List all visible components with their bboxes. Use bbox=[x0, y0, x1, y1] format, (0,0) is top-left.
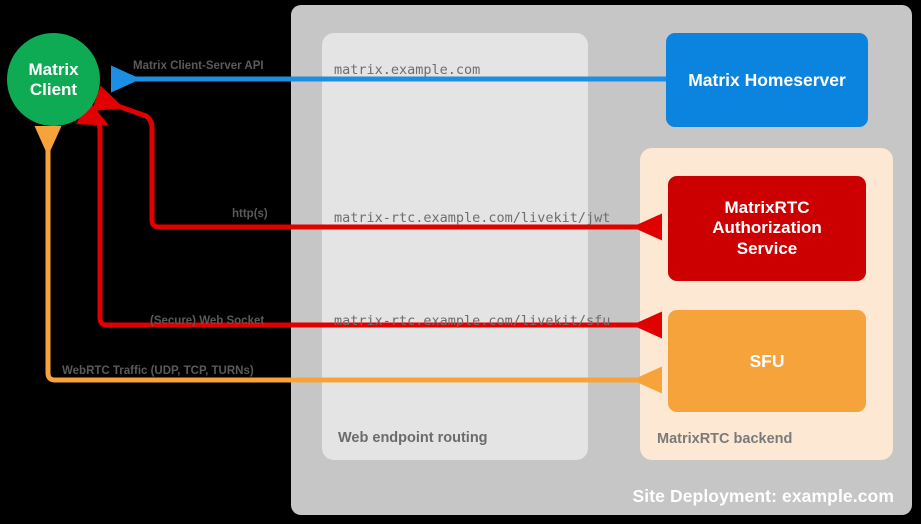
matrixrtc-backend-label: MatrixRTC backend bbox=[657, 431, 793, 447]
matrix-client-label-line1: Matrix bbox=[28, 59, 79, 79]
connector-livekit-sfu-outbound bbox=[97, 150, 663, 339]
web-endpoint-routing-label: Web endpoint routing bbox=[338, 430, 488, 446]
site-deployment-label: Site Deployment: example.com bbox=[632, 486, 894, 506]
url-label-livekit-sfu: matrix-rtc.example.com/livekit/sfu bbox=[334, 313, 611, 329]
node-matrix-client[interactable]: Matrix Client bbox=[7, 33, 100, 126]
node-matrixrtc-authorization-service[interactable]: MatrixRTC Authorization Service bbox=[668, 176, 866, 281]
node-sfu[interactable]: SFU bbox=[668, 310, 866, 412]
connector-livekit-jwt-inbound bbox=[91, 85, 155, 142]
url-label-matrix-example-com: matrix.example.com bbox=[334, 62, 481, 78]
edge-label-client-server-api: Matrix Client-Server API bbox=[133, 60, 264, 72]
matrix-client-label-line2: Client bbox=[29, 79, 78, 99]
sfu-label: SFU bbox=[749, 350, 785, 371]
connector-livekit-sfu-inbound bbox=[76, 100, 110, 152]
node-matrix-homeserver[interactable]: Matrix Homeserver bbox=[666, 33, 868, 127]
web-endpoint-routing-container: Web endpoint routing bbox=[322, 33, 588, 460]
matrix-homeserver-label: Matrix Homeserver bbox=[688, 69, 846, 90]
auth-service-label-line3: Service bbox=[736, 238, 798, 258]
auth-service-label-line2: Authorization bbox=[712, 218, 822, 238]
edge-label-webrtc-traffic: WebRTC Traffic (UDP, TCP, TURNs) bbox=[62, 365, 254, 377]
edge-label-web-socket: (Secure) Web Socket bbox=[150, 315, 265, 327]
edge-label-http: http(s) bbox=[232, 208, 268, 220]
connector-webrtc-outbound bbox=[45, 150, 663, 394]
url-label-livekit-jwt: matrix-rtc.example.com/livekit/jwt bbox=[334, 210, 611, 226]
connector-livekit-jwt-outbound bbox=[149, 140, 663, 241]
auth-service-label-line1: MatrixRTC bbox=[724, 197, 810, 217]
